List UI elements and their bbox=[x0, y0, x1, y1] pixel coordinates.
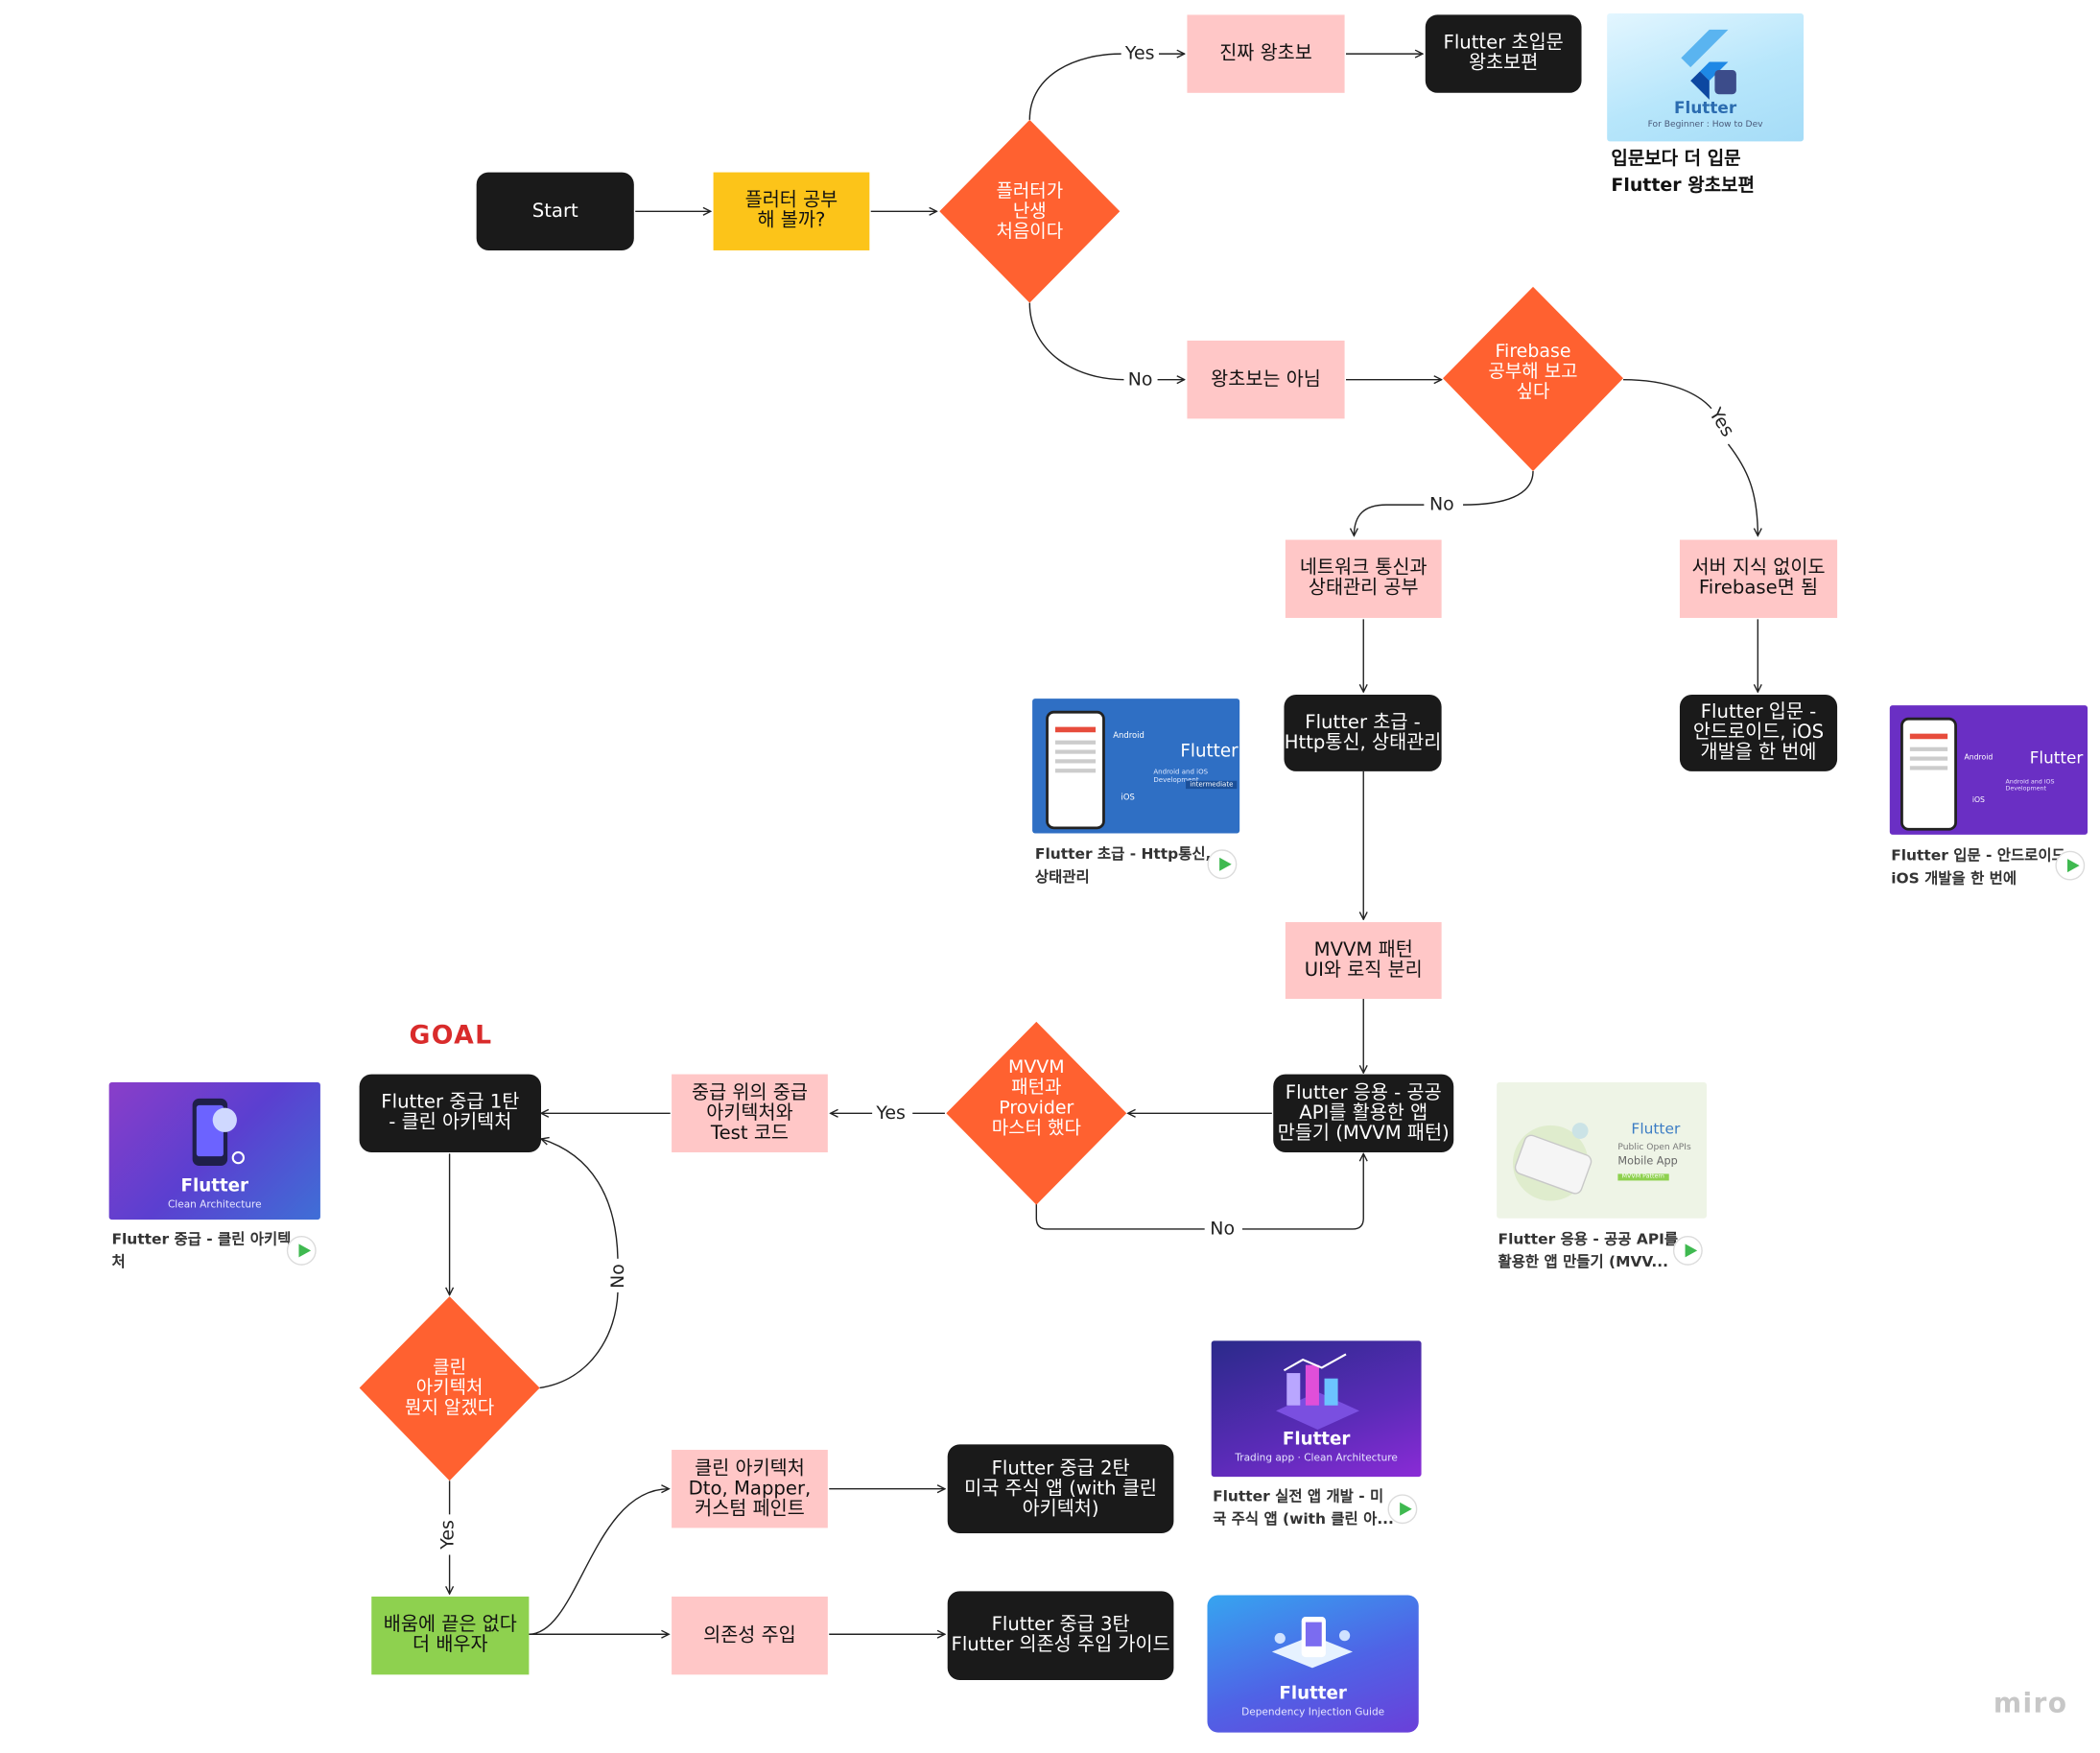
edge-label-no-first: No bbox=[1124, 368, 1156, 391]
edge-firsttime-no bbox=[1028, 302, 1124, 381]
thumbnail-flutter-clean[interactable]: Flutter Clean Architecture bbox=[108, 1082, 320, 1220]
play-icon[interactable] bbox=[286, 1235, 317, 1266]
thumbnail-flutter-trading-caption: Flutter 실전 앱 개발 - 미 국 주식 앱 (with 클린 아... bbox=[1213, 1487, 1394, 1528]
edge-label-yes-first: Yes bbox=[1122, 42, 1158, 65]
thumbnail-flutter-di-title: Flutter bbox=[1279, 1684, 1347, 1705]
edge-master-no bbox=[1035, 1201, 1205, 1230]
play-icon[interactable] bbox=[2055, 850, 2086, 881]
edge-firebase-no bbox=[1463, 471, 1534, 506]
decision-mvvm-master[interactable]: MVVM 패턴과 Provider 마스터 했다 bbox=[946, 1021, 1127, 1205]
edge-no-network bbox=[1354, 504, 1425, 535]
thumbnail-flutter-api[interactable]: Flutter Public Open APIs Mobile App MVVM… bbox=[1497, 1082, 1708, 1219]
decision-mvvm-master-label: MVVM 패턴과 Provider 마스터 했다 bbox=[991, 1056, 1081, 1139]
play-icon[interactable] bbox=[1387, 1494, 1418, 1525]
phone-mockup bbox=[1900, 717, 1957, 831]
thumbnail-flutter-beginner-caption: 입문보다 더 입문 Flutter 왕초보편 bbox=[1611, 148, 1755, 197]
thumbnail-flutter-api-line2: Mobile App bbox=[1617, 1154, 1678, 1168]
dependency-injection-illustration-icon bbox=[1271, 1617, 1354, 1669]
edge-label-no-firebase: No bbox=[1427, 493, 1457, 516]
thumbnail-flutter-intro-title: Flutter bbox=[2029, 748, 2084, 768]
node-clean-dto[interactable]: 클린 아키텍처 Dto, Mapper, 커스텀 페인트 bbox=[672, 1450, 828, 1528]
edge-no-mid1 bbox=[541, 1139, 619, 1259]
node-study-flutter[interactable]: 플러터 공부 해 볼까? bbox=[713, 172, 870, 250]
thumbnail-flutter-http-caption: Flutter 초급 - Http통신, 상태관리 bbox=[1034, 845, 1212, 887]
node-never-ends[interactable]: 배움에 끝은 없다 더 배우자 bbox=[371, 1596, 530, 1675]
thumbnail-flutter-http-ios: iOS bbox=[1121, 793, 1135, 803]
edge-label-no-clean: No bbox=[607, 1261, 629, 1291]
play-icon[interactable] bbox=[1672, 1235, 1703, 1266]
node-mid3-di[interactable]: Flutter 중급 3탄 Flutter 의존성 주입 가이드 bbox=[947, 1591, 1174, 1680]
thumbnail-flutter-trading-subtitle: Trading app · Clean Architecture bbox=[1235, 1451, 1398, 1464]
thumbnail-flutter-api-badge: MVVM Pattern bbox=[1617, 1173, 1669, 1181]
decision-first-time-label: 플러터가 난생 처음이다 bbox=[996, 179, 1064, 242]
thumbnail-flutter-di[interactable]: Flutter Dependency Injection Guide bbox=[1207, 1595, 1419, 1733]
edge-yes-noserver bbox=[1727, 443, 1758, 535]
thumbnail-flutter-http-badge: intermediate bbox=[1186, 780, 1238, 790]
decision-know-clean[interactable]: 클린 아키텍처 뭔지 알겠다 bbox=[359, 1296, 540, 1481]
thumbnail-flutter-api-caption: Flutter 응용 - 공공 API를 활용한 앱 만들기 (MVV... bbox=[1498, 1230, 1679, 1271]
node-mid1-clean[interactable]: Flutter 중급 1탄 - 클린 아키텍처 bbox=[359, 1074, 542, 1152]
trading-chart-illustration-icon bbox=[1276, 1353, 1360, 1430]
decision-know-clean-label: 클린 아키텍처 뭔지 알겠다 bbox=[405, 1357, 495, 1419]
thumbnail-flutter-clean-title: Flutter bbox=[180, 1176, 249, 1197]
edge-firsttime-yes bbox=[1028, 53, 1121, 120]
node-di[interactable]: 의존성 주입 bbox=[672, 1596, 828, 1675]
node-real-beginner[interactable]: 진짜 왕초보 bbox=[1187, 14, 1345, 93]
node-start[interactable]: Start bbox=[476, 172, 634, 250]
phone-mockup bbox=[1046, 710, 1105, 830]
clean-architecture-illustration-icon bbox=[192, 1098, 245, 1166]
node-no-server[interactable]: 서버 지식 없이도 Firebase면 됨 bbox=[1679, 539, 1838, 618]
node-intro-android-ios[interactable]: Flutter 입문 - 안드로이드, iOS 개발을 한 번에 bbox=[1679, 694, 1838, 771]
node-not-beginner[interactable]: 왕초보는 아님 bbox=[1187, 340, 1345, 419]
edge-knowclean-no bbox=[539, 1291, 619, 1389]
thumbnail-flutter-intro-ios: iOS bbox=[1971, 796, 1985, 805]
thumbnail-flutter-api-title: Flutter bbox=[1631, 1120, 1681, 1138]
thumbnail-flutter-beginner-title: Flutter bbox=[1674, 98, 1737, 118]
node-intro-beginner[interactable]: Flutter 초입문 왕초보편 bbox=[1425, 14, 1582, 93]
thumbnail-flutter-http-title: Flutter bbox=[1180, 742, 1239, 763]
node-network-state[interactable]: 네트워크 통신과 상태관리 공부 bbox=[1285, 539, 1442, 618]
thumbnail-flutter-beginner[interactable]: Flutter For Beginner : How to Dev bbox=[1607, 13, 1805, 142]
decision-firebase-label: Firebase 공부해 보고 싶다 bbox=[1488, 340, 1578, 403]
thumbnail-flutter-clean-subtitle: Clean Architecture bbox=[167, 1197, 262, 1211]
thumbnail-flutter-clean-caption: Flutter 중급 - 클린 아키텍 처 bbox=[111, 1230, 292, 1271]
node-mid2-stock[interactable]: Flutter 중급 2탄 미국 주식 앱 (with 클린 아키텍처) bbox=[947, 1444, 1174, 1534]
miro-watermark: miro bbox=[1993, 1686, 2068, 1719]
play-icon[interactable] bbox=[1207, 849, 1238, 880]
thumbnail-flutter-http[interactable]: Android iOS Flutter Android and iOS Deve… bbox=[1032, 699, 1240, 834]
decision-first-time[interactable]: 플러터가 난생 처음이다 bbox=[939, 119, 1121, 303]
node-mvvm-pattern[interactable]: MVVM 패턴 UI와 로직 분리 bbox=[1285, 922, 1442, 1000]
edge-label-no-mvvm: No bbox=[1207, 1218, 1238, 1241]
thumbnail-flutter-intro-caption: Flutter 입문 - 안드로이드, iOS 개발을 한 번에 bbox=[1891, 846, 2071, 888]
edge-firebase-yes bbox=[1623, 378, 1713, 410]
phone-illustration-icon bbox=[1512, 1123, 1593, 1201]
thumbnail-flutter-intro-android: Android bbox=[1964, 753, 1994, 763]
thumbnail-flutter-api-line1: Public Open APIs bbox=[1617, 1141, 1691, 1152]
thumbnail-flutter-intro[interactable]: Android iOS Flutter Android and iOS Deve… bbox=[1889, 705, 2088, 835]
thumbnail-flutter-trading-title: Flutter bbox=[1282, 1429, 1351, 1451]
thumbnail-flutter-trading[interactable]: Flutter Trading app · Clean Architecture bbox=[1211, 1340, 1422, 1478]
node-beginner-http[interactable]: Flutter 초급 - Http통신, 상태관리 bbox=[1284, 694, 1442, 771]
decision-firebase[interactable]: Firebase 공부해 보고 싶다 bbox=[1443, 286, 1624, 472]
thumbnail-flutter-http-sub: Android and iOS Development bbox=[1153, 769, 1209, 785]
thumbnail-flutter-http-android: Android bbox=[1113, 730, 1144, 741]
thumbnail-flutter-beginner-subtitle: For Beginner : How to Dev bbox=[1647, 118, 1763, 130]
goal-label: GOAL bbox=[409, 1020, 493, 1051]
edge-no-applied bbox=[1241, 1153, 1363, 1230]
edge-label-yes-clean: Yes bbox=[437, 1517, 460, 1552]
node-applied-api[interactable]: Flutter 응용 - 공공 API를 활용한 앱 만들기 (MVVM 패턴) bbox=[1273, 1074, 1454, 1152]
thumbnail-flutter-di-subtitle: Dependency Injection Guide bbox=[1241, 1705, 1385, 1718]
node-beyond-mid[interactable]: 중급 위의 중급 아키텍처와 Test 코드 bbox=[672, 1074, 828, 1152]
edge-label-yes-mvvm: Yes bbox=[873, 1102, 908, 1125]
flutter-logo-icon bbox=[1681, 29, 1736, 100]
thumbnail-flutter-intro-sub: Android and iOS Development bbox=[2005, 779, 2055, 794]
edge-never-clean bbox=[529, 1489, 669, 1635]
